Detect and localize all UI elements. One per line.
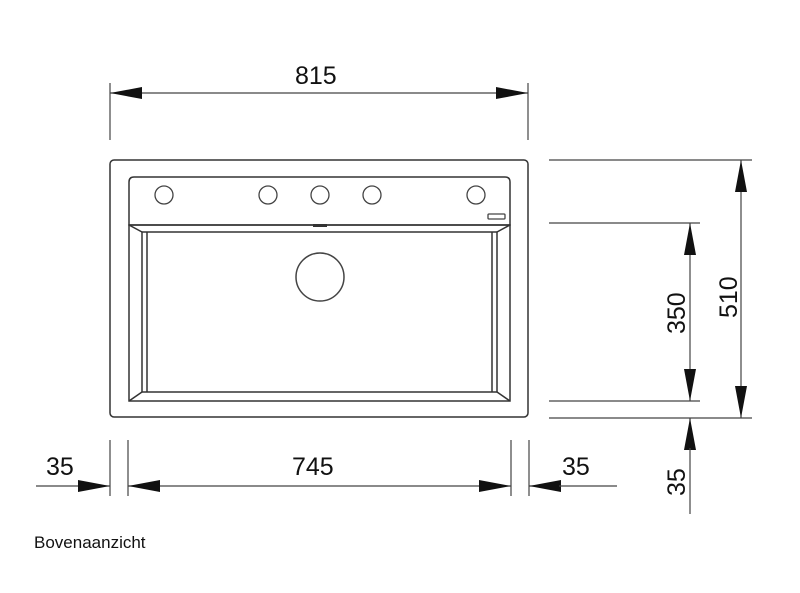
view-caption: Bovenaanzicht — [34, 533, 146, 552]
tap-hole-1 — [154, 185, 174, 205]
sink-outer-edge — [109, 159, 529, 418]
tap-hole-4 — [362, 185, 382, 205]
dimension-label-right-35: 35 — [562, 453, 590, 481]
tap-hole-3 — [310, 185, 330, 205]
dimension-overall-width — [109, 83, 529, 140]
dimension-bottom — [36, 440, 617, 496]
sink-outline — [109, 159, 529, 418]
front-notch — [313, 224, 327, 227]
dimension-label-745: 745 — [292, 453, 334, 481]
drain-icon — [295, 252, 345, 302]
dimension-label-left-35: 35 — [46, 453, 74, 481]
tap-holes — [154, 185, 506, 220]
dimension-label-350: 350 — [663, 292, 691, 334]
tap-hole-5 — [466, 185, 486, 205]
dimension-label-front-35: 35 — [663, 468, 691, 496]
overflow-slot — [487, 213, 506, 220]
tap-hole-2 — [258, 185, 278, 205]
dimension-label-815: 815 — [295, 62, 337, 90]
tap-deck — [128, 176, 511, 226]
dimension-right — [549, 159, 752, 514]
basin-inner — [141, 231, 498, 393]
dimension-label-510: 510 — [715, 276, 743, 318]
basin-bevel — [128, 224, 511, 402]
